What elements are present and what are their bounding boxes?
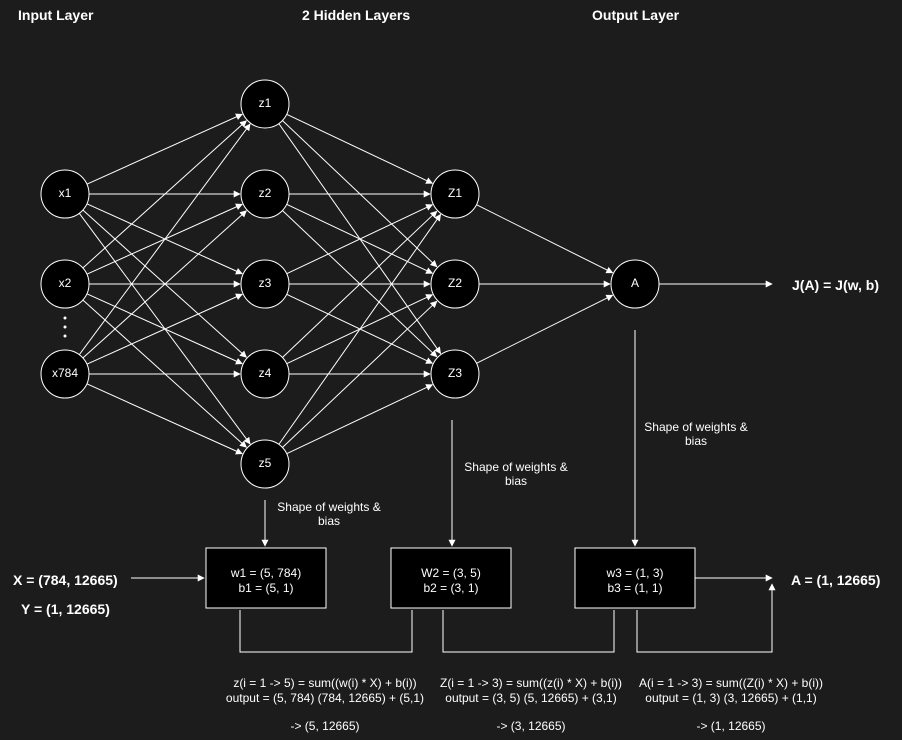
output-layer-header: Output Layer [592,7,680,23]
network-nodes [40,79,660,489]
box3-weights: w3 = (1, 3) [606,566,664,580]
hidden1-node-4-circle [240,439,290,489]
ellipsis-dot-1 [63,316,67,320]
edge-h1-h2-3-0 [282,210,438,358]
hidden1-node-0-circle [240,79,290,129]
hidden2-node-1-circle [430,259,480,309]
shape-annotation-1: Shape of weights & bias [277,500,381,528]
node-z4: z4 [258,366,272,380]
weights-box-3 [574,547,696,609]
formula2-result: -> (3, 12665) [496,719,566,733]
formula3-result: -> (1, 12665) [696,719,766,733]
weights-box-2 [390,547,512,609]
ellipsis-dot-3 [63,334,67,338]
hidden2-node-2-circle [430,349,480,399]
node-z5: z5 [258,456,272,470]
formula1-line1: z(i = 1 -> 5) = sum((w(i) * X) + b(i)) [233,676,417,690]
bracket-3 [636,583,776,653]
hidden1-node-1-circle [240,169,290,219]
node-Z2: Z2 [447,276,462,290]
node-Z1: Z1 [447,186,462,200]
edge-h1-h2-4-0 [278,213,442,445]
edge-h1-h2-0-0 [286,113,434,184]
node-z3: z3 [258,276,272,290]
formula1-line2: output = (5, 784) (784, 12665) + (5,1) [225,691,425,705]
edge-in-h1-2-4 [86,383,243,455]
weights-box-1 [205,547,327,609]
edge-in-h1-2-1 [82,210,247,359]
box1-weights: w1 = (5, 784) [230,566,302,580]
edge-in-h1-2-2 [86,293,243,365]
formula3-line1: A(i = 1 -> 3) = sum((Z(i) * X) + b(i)) [638,676,824,690]
hidden-layers-header: 2 Hidden Layers [302,7,411,23]
node-Z3: Z3 [447,366,462,380]
ellipsis-dot-2 [63,325,67,329]
a-shape-label: A = (1, 12665) [791,572,881,588]
connection-edges [78,113,614,455]
input-node-1-circle [40,259,90,309]
x-shape-label: X = (784, 12665) [13,572,118,588]
node-x1: x1 [58,186,72,200]
input-node-2-circle [40,349,90,399]
formula1-result: -> (5, 12665) [290,719,360,733]
edge-h2-out-0-0 [476,204,614,274]
edge-h1-h2-4-1 [282,300,438,448]
hidden1-node-3-circle [240,349,290,399]
formula3-line2: output = (1, 3) (3, 12665) + (1,1) [645,691,817,705]
cost-function-label: J(A) = J(w, b) [792,277,879,293]
hidden2-node-0-circle [430,169,480,219]
bracket-2 [442,610,615,653]
shape-annotation-3: Shape of weights & bias [644,420,748,448]
node-x784: x784 [51,366,79,380]
y-shape-label: Y = (1, 12665) [21,601,110,617]
edge-in-h1-0-0 [86,113,243,185]
formula2-line2: output = (3, 5) (5, 12665) + (3,1) [445,691,617,705]
box1-bias: b1 = (5, 1) [238,581,294,595]
flow-lines [63,280,776,653]
output-node-0-circle [610,259,660,309]
shape-annotation-2: Shape of weights & bias [464,460,568,488]
node-A: A [630,276,639,290]
node-z2: z2 [258,186,272,200]
input-layer-header: Input Layer [18,7,94,23]
formula2-line1: Z(i = 1 -> 3) = sum((z(i) * X) + b(i)) [439,676,623,690]
node-x2: x2 [58,276,72,290]
edge-h2-out-2-0 [476,294,614,364]
box2-bias: b2 = (3, 1) [423,581,479,595]
box3-bias: b3 = (1, 1) [607,581,663,595]
edge-h1-h2-2-0 [286,204,434,275]
input-node-0-circle [40,169,90,219]
edge-in-h1-1-0 [82,120,247,269]
bracket-1 [239,610,413,653]
hidden1-node-2-circle [240,259,290,309]
node-z1: z1 [258,96,272,110]
edge-in-h1-2-0 [78,123,251,356]
box2-weights: W2 = (3, 5) [421,566,481,580]
edge-h1-h2-4-2 [286,384,434,455]
